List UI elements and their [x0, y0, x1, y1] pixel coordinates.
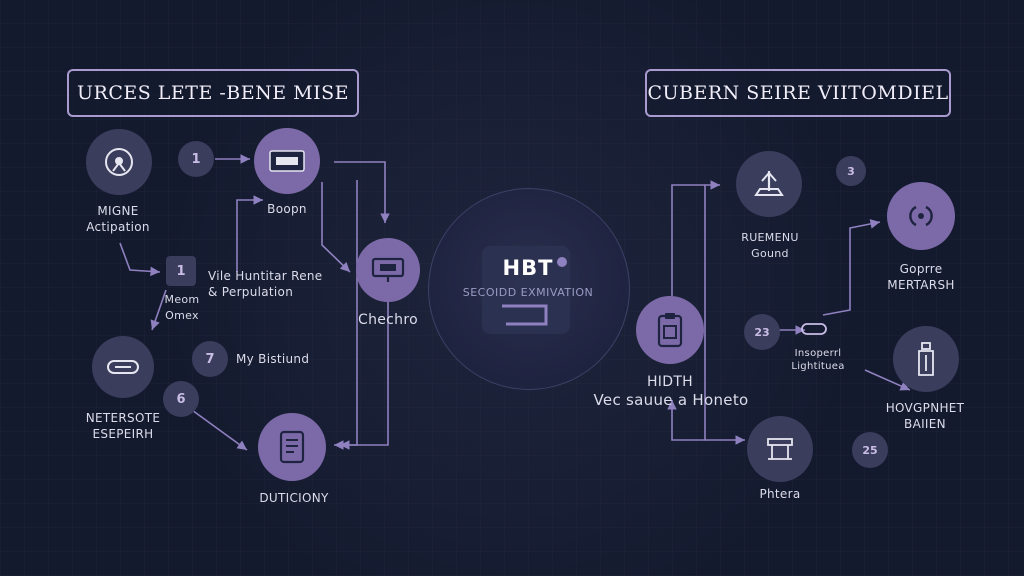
activation-label-line1: MIGNE: [97, 204, 139, 218]
hidth-label: HIDTH: [646, 374, 693, 390]
left-title: URCES LETE -BENE MISE: [77, 82, 349, 104]
goprre-label: Goprre MERTARSH: [868, 261, 974, 293]
chechro-node[interactable]: [356, 238, 420, 302]
activation-label-line2: Actipation: [86, 220, 150, 234]
ruemenu-label-line1: RUEMENU: [741, 231, 799, 244]
hub-icon: [482, 246, 570, 334]
right-title-box: CUBERN SEIRE VIITOMDIEL: [645, 69, 951, 117]
badge-3: 3: [836, 156, 866, 186]
meom-label: Meom Omex: [152, 292, 212, 324]
activation-label: MIGNE Actipation: [68, 203, 168, 235]
dutiony-label: DUTICIONY: [259, 491, 329, 505]
left-title-box: URCES LETE -BENE MISE: [67, 69, 359, 117]
hidth-node[interactable]: [636, 296, 704, 364]
badge-23-text: 23: [754, 325, 770, 339]
network-label-line2: ESEPEIRH: [92, 427, 154, 441]
tool-icon: [754, 171, 784, 196]
badge-25: 25: [852, 432, 888, 468]
vec-label: Vec sauue a Honeto: [593, 391, 749, 409]
insperm-label-line2: Lightituea: [791, 361, 845, 372]
hovepnet-label: HOVGPNHET BAIIEN: [870, 400, 980, 432]
link-icon: [107, 360, 139, 374]
badge-23: 23: [744, 314, 780, 350]
dutiony-node[interactable]: [258, 413, 326, 481]
building-icon: [767, 438, 793, 460]
badge-7: 7: [192, 341, 228, 377]
sync-icon: [909, 205, 933, 227]
goprre-node[interactable]: [887, 182, 955, 250]
ruemenu-node[interactable]: [736, 151, 802, 217]
badge-1-middle: 1: [166, 256, 196, 286]
network-label: NETERSOTE ESEPEIRH: [68, 410, 178, 442]
monitor-icon: [371, 257, 405, 282]
clipboard-icon: [657, 313, 683, 348]
hovepnet-label-line2: BAIIEN: [904, 417, 946, 431]
screen-icon: [269, 150, 305, 172]
activation-node[interactable]: [86, 129, 152, 195]
goprre-label-line2: MERTARSH: [887, 278, 955, 292]
chechro-label: Chechro: [358, 312, 418, 328]
meom-label-line1: Meom: [164, 293, 200, 306]
hub-subtitle: SECOIDD EXMIVATION: [462, 286, 594, 299]
sensor-icon: [105, 148, 133, 176]
phtera-node[interactable]: [747, 416, 813, 482]
ruemenu-label: RUEMENU Gound: [720, 230, 820, 262]
insperm-label: Insoperrl Lightituea: [768, 347, 868, 373]
document-icon: [279, 430, 305, 464]
goprre-label-line1: Goprre: [899, 262, 943, 276]
ruemenu-label-line2: Gound: [751, 247, 789, 260]
population-note-line2: & Perpulation: [208, 285, 294, 299]
bottle-icon: [918, 342, 934, 376]
hovepnet-label-line1: HOVGPNHET: [885, 401, 965, 415]
insperm-label-line1: Insoperrl: [794, 348, 842, 359]
network-label-line1: NETERSOTE: [85, 411, 161, 425]
boopn-label: Boopn: [267, 202, 307, 216]
population-note: Vile Huntitar Rene & Perpulation: [208, 268, 322, 300]
network-node[interactable]: [92, 336, 154, 398]
meom-label-line2: Omex: [165, 309, 199, 322]
right-title: CUBERN SEIRE VIITOMDIEL: [647, 82, 949, 104]
badge-1-top: 1: [178, 141, 214, 177]
boopn-node[interactable]: [254, 128, 320, 194]
link-small-icon: [801, 323, 827, 335]
phtera-label: Phtera: [759, 487, 801, 501]
population-note-line1: Vile Huntitar Rene: [208, 269, 323, 283]
badge-6: 6: [163, 381, 199, 417]
hub-title: HBT: [502, 256, 554, 280]
hovepnet-node[interactable]: [893, 326, 959, 392]
bistiund-note: My Bistiund: [236, 352, 310, 366]
